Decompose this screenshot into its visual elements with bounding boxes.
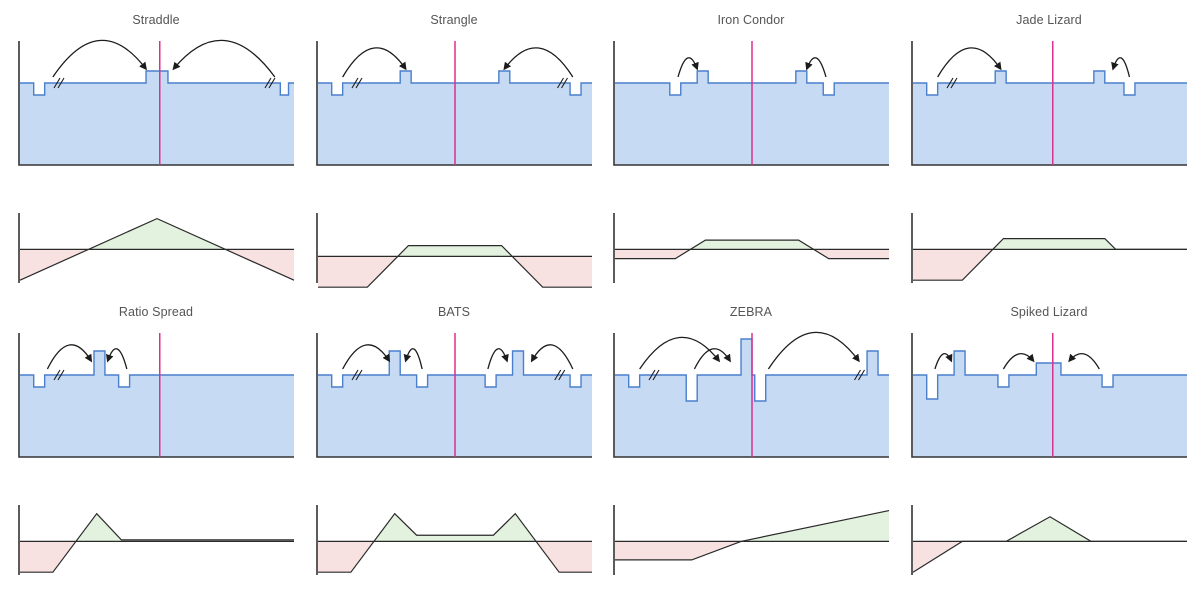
volatility-area xyxy=(913,351,1187,457)
loss-region xyxy=(615,249,889,259)
profit-region xyxy=(20,513,294,542)
break-mark xyxy=(351,369,363,381)
panel-jade-lizard: Jade Lizard xyxy=(911,13,1187,305)
roll-arrow xyxy=(172,39,276,78)
volatility-edge xyxy=(913,70,1187,96)
loss-region xyxy=(20,249,294,281)
profit-region xyxy=(615,510,889,542)
break-mark xyxy=(946,77,958,89)
loss-region xyxy=(615,541,889,560)
roll-arrow xyxy=(1068,353,1100,370)
top-axis xyxy=(911,333,1187,458)
profit-region xyxy=(318,513,592,542)
top-axis xyxy=(316,333,592,458)
roll-arrow xyxy=(677,57,699,78)
payoff-curve xyxy=(20,512,294,573)
profit-region xyxy=(615,240,889,250)
profit-region xyxy=(913,516,1187,542)
strategy-title: Spiked Lizard xyxy=(1010,305,1088,319)
roll-arrow xyxy=(487,348,509,370)
payoff-curve xyxy=(615,239,889,260)
payoff-curve xyxy=(912,516,1187,573)
payoff-curve xyxy=(19,217,295,281)
loss-region xyxy=(913,541,1187,573)
strategy-title: Straddle xyxy=(132,13,180,27)
break-mark xyxy=(264,77,276,89)
diagram-straddle xyxy=(18,39,295,283)
loss-region xyxy=(318,256,592,288)
roll-arrow xyxy=(106,348,128,370)
top-axis xyxy=(316,41,592,166)
strategy-title: BATS xyxy=(437,305,471,319)
profit-region xyxy=(20,218,294,250)
roll-arrow xyxy=(52,39,147,78)
roll-arrow xyxy=(767,331,860,370)
break-mark xyxy=(351,77,363,89)
volatility-area xyxy=(913,71,1187,165)
panel-zebra: ZEBRA xyxy=(613,305,890,597)
panel-ratio-spread: Ratio Spread xyxy=(18,305,294,597)
volatility-area xyxy=(20,351,294,457)
roll-arrow xyxy=(1111,57,1131,78)
payoff-curve xyxy=(615,510,890,561)
break-mark xyxy=(648,369,660,381)
strategy-title: Jade Lizard xyxy=(1016,13,1082,27)
break-mark xyxy=(53,369,65,381)
roll-arrow xyxy=(937,47,1002,78)
top-axis xyxy=(613,333,889,458)
roll-arrow xyxy=(503,47,574,78)
diagram-iron-condor xyxy=(613,41,889,283)
diagram-spiked-lizard xyxy=(911,333,1187,575)
top-axis xyxy=(18,41,294,166)
roll-arrow xyxy=(693,348,731,370)
diagram-strangle xyxy=(316,41,592,288)
break-mark xyxy=(53,77,65,89)
break-mark xyxy=(557,77,568,89)
roll-arrow xyxy=(639,336,721,370)
strategy-title: Strangle xyxy=(430,13,478,27)
roll-arrow xyxy=(530,344,574,370)
break-mark xyxy=(854,369,865,381)
diagram-ratio-spread xyxy=(18,333,294,575)
profit-region xyxy=(318,245,592,257)
payoff-curve xyxy=(318,245,592,288)
strategy-title: Iron Condor xyxy=(717,13,785,27)
panel-straddle: Straddle xyxy=(18,13,295,305)
profit-region xyxy=(913,238,1187,250)
volatility-edge xyxy=(913,350,1187,400)
roll-arrow xyxy=(1002,353,1035,370)
roll-arrow xyxy=(342,47,407,78)
volatility-edge xyxy=(20,350,294,388)
panel-iron-condor: Iron Condor xyxy=(613,13,889,305)
loss-region xyxy=(913,249,1187,281)
volatility-area xyxy=(20,71,294,165)
diagram-jade-lizard xyxy=(911,41,1187,283)
payoff-curve xyxy=(318,512,592,573)
panel-bats: BATS xyxy=(316,305,592,597)
break-mark xyxy=(554,369,566,381)
volatility-edge xyxy=(20,70,294,96)
top-axis xyxy=(911,41,1187,166)
panel-spiked-lizard: Spiked Lizard xyxy=(911,305,1187,597)
roll-arrow xyxy=(342,344,391,370)
strategy-title: ZEBRA xyxy=(729,305,773,319)
roll-arrow xyxy=(805,57,827,78)
top-axis xyxy=(613,41,889,166)
panel-strangle: Strangle xyxy=(316,13,592,305)
roll-arrow xyxy=(934,353,953,370)
loss-region xyxy=(318,541,592,573)
diagram-bats xyxy=(316,333,592,575)
loss-region xyxy=(20,541,294,573)
top-axis xyxy=(18,333,294,458)
roll-arrow xyxy=(46,344,93,370)
strategy-title: Ratio Spread xyxy=(118,305,194,319)
diagram-zebra xyxy=(613,331,890,575)
volatility-edge xyxy=(615,338,889,402)
payoff-curve xyxy=(913,238,1187,281)
roll-arrow xyxy=(403,348,423,370)
